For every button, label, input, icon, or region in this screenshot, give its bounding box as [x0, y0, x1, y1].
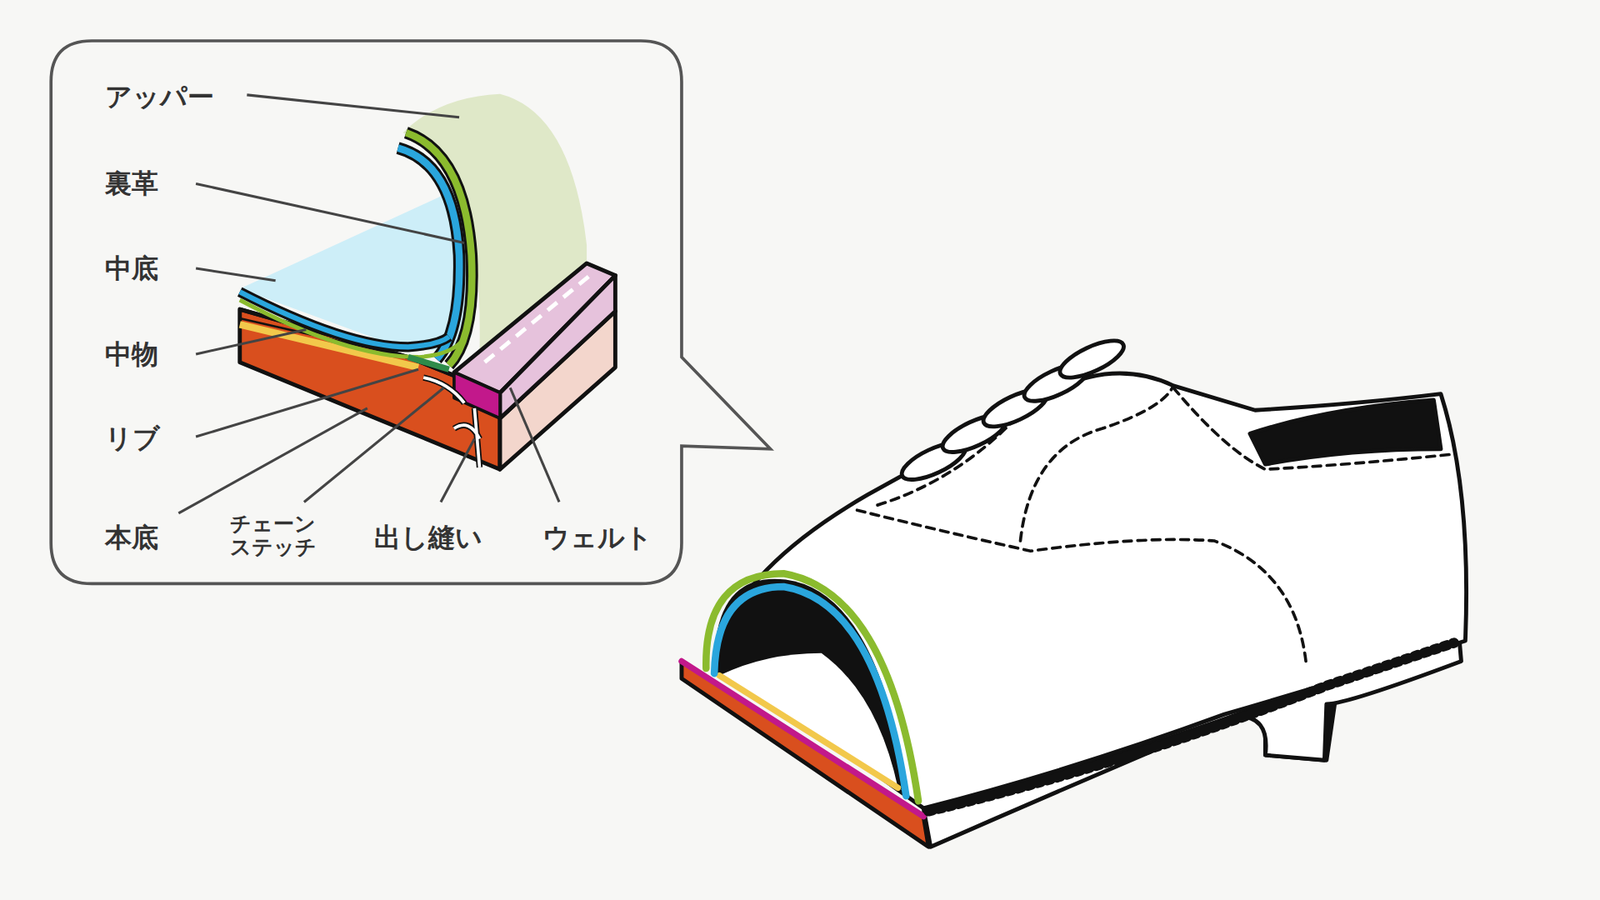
- part-label: アッパー: [105, 81, 215, 113]
- shoe-drawing: [681, 333, 1467, 847]
- part-label: 中物: [105, 339, 159, 370]
- callout-bubble: [50, 40, 770, 584]
- leader-lines: [178, 95, 560, 514]
- part-label: ウェルト: [542, 522, 653, 554]
- part-label: 裏革: [105, 168, 159, 200]
- part-label: リブ: [105, 423, 160, 455]
- part-label: 出し縫い: [374, 522, 483, 554]
- part-label: チェーン ステッチ: [230, 512, 333, 560]
- cross-section: [240, 94, 616, 470]
- part-label: 本底: [105, 522, 159, 554]
- part-label: 中底: [105, 253, 159, 285]
